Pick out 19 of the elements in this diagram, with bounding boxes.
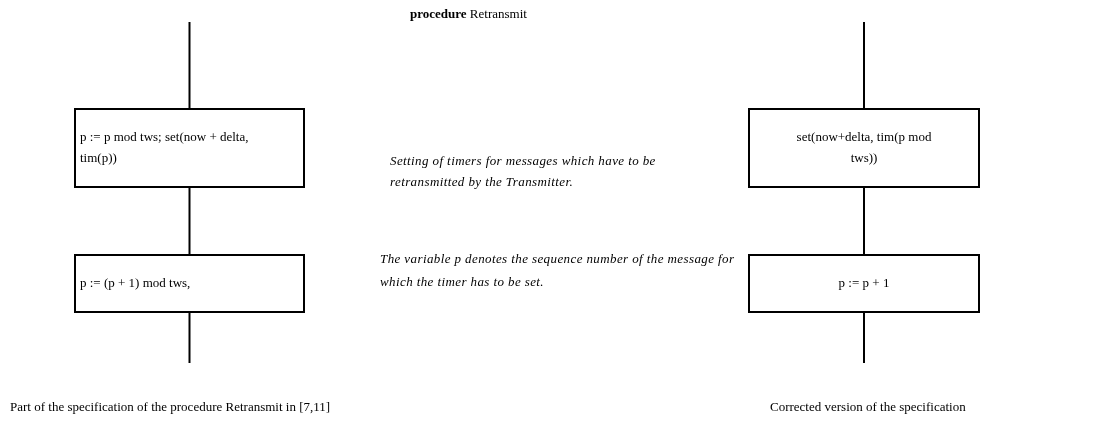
- flow-line: [188, 312, 191, 364]
- flow-line: [863, 187, 865, 255]
- flow-line: [863, 312, 865, 364]
- code-text: set(now+delta, tim(p mod tws)): [795, 128, 933, 167]
- flow-line: [188, 21, 191, 109]
- code-text: p := p + 1: [838, 274, 890, 293]
- figure-caption: Part of the specification of the procedure Retransmit in [7,11]: [10, 398, 332, 416]
- code-text: p := p mod tws; set(now + delta, tim(p)): [80, 128, 250, 167]
- process-box: [748, 254, 980, 313]
- code-text: p := (p + 1) mod tws,: [80, 274, 191, 293]
- note-text: The variable p denotes the sequence number of the message for which the timer has to be set.: [380, 250, 736, 291]
- figure-caption: Corrected version of the specification: [770, 398, 967, 416]
- process-box: [74, 254, 305, 313]
- flow-line: [188, 187, 191, 255]
- diagram-title: procedure Retransmit: [410, 6, 527, 22]
- process-box: [748, 108, 980, 188]
- process-box: [74, 108, 305, 188]
- note-text: Setting of timers for messages which have to be retransmitted by the Transmitter.: [390, 152, 657, 191]
- flow-line: [863, 21, 865, 109]
